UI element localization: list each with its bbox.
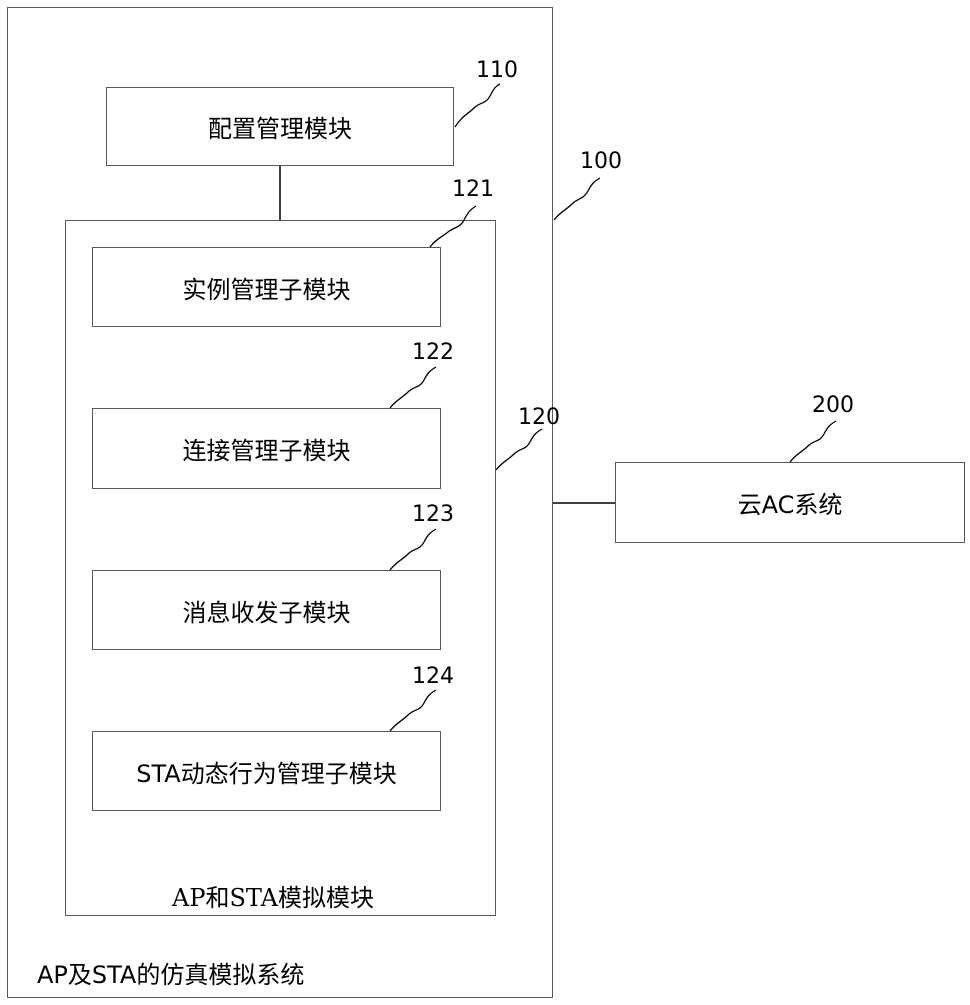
ref-121: 121 <box>452 177 494 202</box>
connection-management-submodule: 连接管理子模块 <box>92 408 441 489</box>
cloud-ac-system: 云AC系统 <box>615 462 965 543</box>
cloud-ac-system-label: 云AC系统 <box>616 463 964 542</box>
config-management-module: 配置管理模块 <box>106 87 454 166</box>
ref-120: 120 <box>518 405 560 430</box>
message-transceiver-submodule: 消息收发子模块 <box>92 570 441 650</box>
system-title: AP及STA的仿真模拟系统 <box>37 955 304 990</box>
ap-sta-simulation-module-label: AP和STA模拟模块 <box>172 878 374 913</box>
connection-management-submodule-label: 连接管理子模块 <box>93 409 440 488</box>
instance-management-submodule: 实例管理子模块 <box>92 247 441 327</box>
ref-124: 124 <box>412 664 454 689</box>
leader-line-200 <box>790 421 836 462</box>
ref-123: 123 <box>412 502 454 527</box>
instance-management-submodule-label: 实例管理子模块 <box>93 248 440 326</box>
config-management-module-label: 配置管理模块 <box>107 88 453 165</box>
leader-line-100 <box>554 178 600 220</box>
message-transceiver-submodule-label: 消息收发子模块 <box>93 571 440 649</box>
sta-dynamic-behavior-submodule-label: STA动态行为管理子模块 <box>93 732 440 810</box>
sta-dynamic-behavior-submodule: STA动态行为管理子模块 <box>92 731 441 811</box>
ref-200: 200 <box>812 393 854 418</box>
ref-122: 122 <box>412 340 454 365</box>
ref-110: 110 <box>476 58 518 83</box>
ref-100: 100 <box>580 149 622 174</box>
